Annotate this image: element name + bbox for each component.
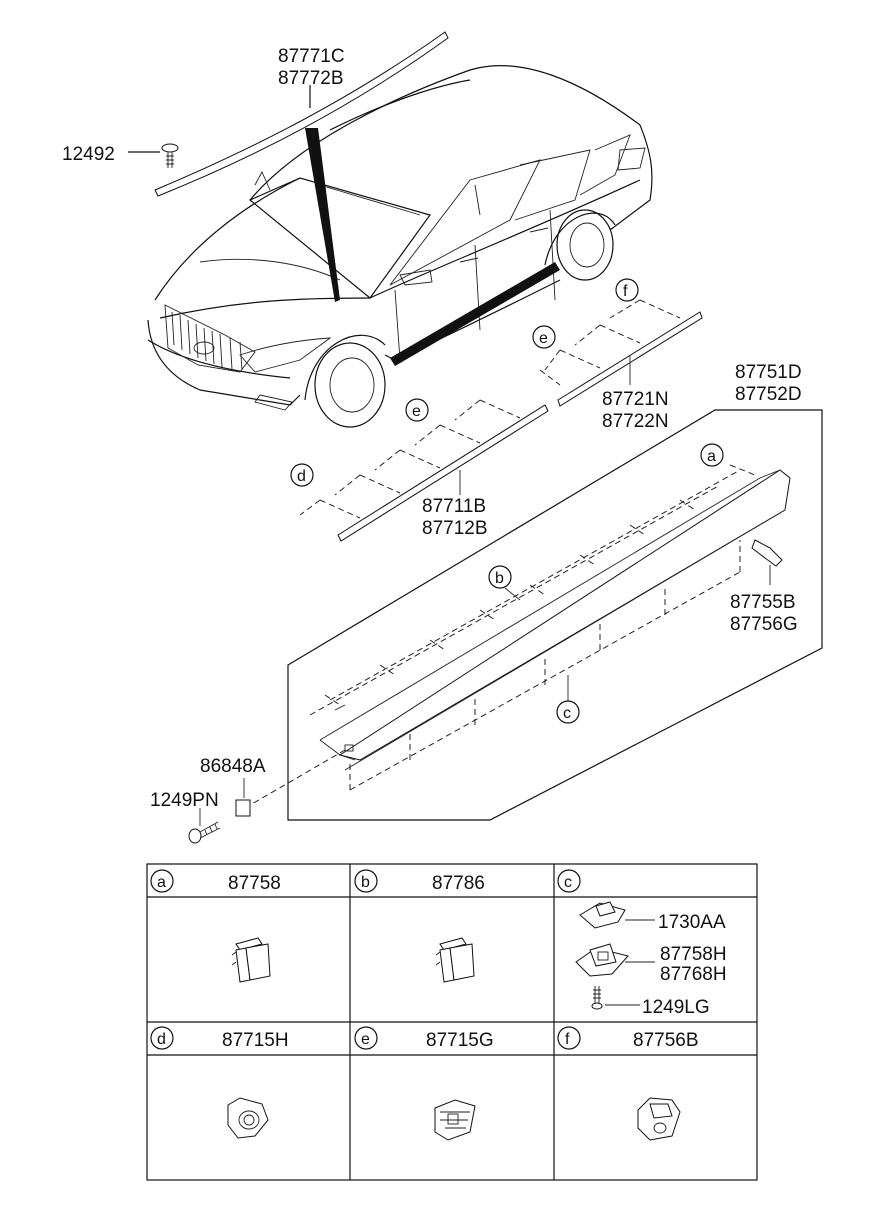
front-door-molding [299, 399, 549, 542]
callout-d: d [290, 463, 314, 487]
sill-bracket-label-1: 87755B [730, 592, 796, 613]
roof-screw-label: 12492 [62, 144, 115, 165]
clip-b-icon [435, 937, 475, 983]
svg-text:c: c [563, 705, 571, 722]
svg-text:c: c [564, 874, 572, 891]
car-illustration [147, 65, 653, 428]
callout-c: c [556, 675, 580, 724]
legend-grid [146, 863, 758, 1181]
clip-f-icon [637, 1097, 681, 1141]
legend-part-b: 87786 [432, 873, 485, 894]
legend-part-a: 87758 [228, 873, 281, 894]
roof-molding [154, 31, 449, 197]
svg-text:f: f [565, 1031, 570, 1048]
rear-molding-label-1: 87721N [602, 389, 669, 410]
side-sill-assembly [244, 409, 823, 821]
svg-text:a: a [707, 448, 716, 465]
clip-1730aa-icon [579, 901, 626, 929]
callout-e-front: e [405, 398, 429, 422]
svg-text:e: e [412, 403, 421, 420]
legend-cell-e: e 87715G [354, 1026, 494, 1141]
nut-icon [235, 778, 251, 817]
roof-molding-label-1: 87771C [278, 46, 345, 67]
svg-text:e: e [539, 330, 548, 347]
legend-part-e: 87715G [426, 1030, 494, 1051]
bolt-icon [188, 808, 221, 844]
rear-door-molding [539, 299, 703, 407]
svg-text:b: b [495, 570, 504, 587]
callout-f: f [615, 278, 639, 302]
legend-cell-b: b 87786 [354, 869, 485, 983]
callout-b: b [488, 565, 521, 601]
legend-part-d: 87715H [222, 1030, 289, 1051]
svg-text:a: a [157, 874, 166, 891]
legend-item-1249lg: 1249LG [642, 997, 710, 1018]
clip-e-icon [434, 1099, 476, 1141]
legend-cell-f: f 87756B [557, 1026, 699, 1141]
legend-item-87758h: 87758H [660, 944, 727, 965]
roof-molding-label-2: 87772B [278, 68, 344, 89]
legend-cell-a: a 87758 [150, 869, 281, 983]
callout-a: a [700, 443, 724, 467]
svg-text:f: f [623, 283, 628, 300]
clip-87758h-icon [575, 943, 629, 977]
side-sill-label-2: 87752D [735, 384, 802, 405]
sill-bracket-label-2: 87756G [730, 614, 798, 635]
nut-label: 86848A [200, 756, 266, 777]
bolt-label: 1249PN [150, 790, 219, 811]
screw-1249lg-icon [591, 986, 603, 1010]
front-molding-label-1: 87711B [422, 496, 486, 517]
roof-screw-icon [128, 143, 179, 168]
svg-text:d: d [157, 1031, 166, 1048]
legend-item-1730aa: 1730AA [658, 912, 726, 933]
front-molding-label-2: 87712B [422, 518, 488, 539]
clip-d-icon [227, 1097, 269, 1139]
legend-item-87768h: 87768H [660, 964, 727, 985]
rear-molding-label-2: 87722N [602, 411, 669, 432]
svg-text:e: e [361, 1031, 370, 1048]
svg-text:b: b [361, 874, 370, 891]
side-sill-label-1: 87751D [735, 362, 802, 383]
legend-cell-c: c 1730AA 87758H 87768H 1249LG [557, 869, 727, 1018]
svg-text:d: d [297, 468, 306, 485]
legend-cell-d: d 87715H [150, 1026, 289, 1139]
legend-part-f: 87756B [633, 1030, 699, 1051]
callout-e-rear: e [532, 325, 556, 349]
clip-a-icon [231, 937, 271, 983]
